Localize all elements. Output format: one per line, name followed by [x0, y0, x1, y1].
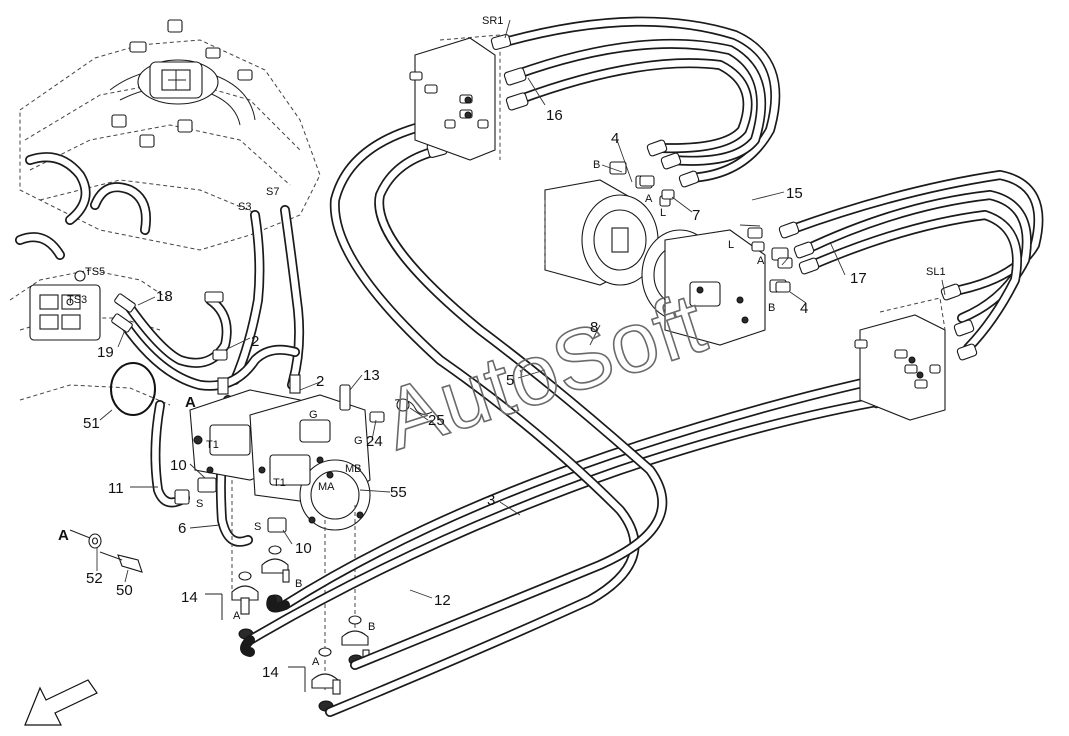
label-5: 5	[506, 372, 514, 389]
label-s3: S3	[238, 201, 251, 213]
label-11: 11	[108, 480, 124, 497]
port-b-upper: B	[593, 159, 600, 171]
label-55: 55	[390, 484, 407, 501]
label-ts5: TS5	[85, 266, 105, 278]
label-8: 8	[590, 319, 598, 336]
label-ts3: TS3	[67, 294, 87, 306]
o-ring-51	[110, 362, 156, 416]
label-3: 3	[487, 492, 495, 509]
port-t1-left: T1	[206, 439, 219, 451]
clamp-a-upper: A	[233, 610, 241, 622]
sr1-motor-block	[409, 34, 501, 161]
port-ma: MA	[318, 481, 335, 493]
label-25: 25	[428, 412, 445, 429]
bolt-50-washer-52	[69, 529, 143, 573]
label-7: 7	[692, 207, 700, 224]
label-24: 24	[366, 433, 383, 450]
label-15: 15	[786, 185, 803, 202]
port-s-right: S	[254, 521, 261, 533]
part-labels: SR1 SL1 S3 S7 TS5 TS3 16 4 15 7 17 4 18 …	[58, 15, 946, 681]
port-g-lower: G	[354, 435, 363, 447]
port-t1-right: T1	[273, 477, 286, 489]
label-view-a-main: A	[185, 394, 196, 411]
label-12: 12	[434, 592, 451, 609]
label-14-upper: 14	[181, 589, 198, 606]
label-16: 16	[546, 107, 563, 124]
leader-lines	[96, 19, 946, 599]
label-50: 50	[116, 582, 133, 599]
tandem-hydraulic-pumps	[174, 374, 433, 533]
label-13: 13	[363, 367, 380, 384]
label-52: 52	[86, 570, 103, 587]
port-mb: MB	[345, 463, 362, 475]
sl1-motor-block	[854, 297, 946, 421]
clamp-b-lower: B	[368, 621, 375, 633]
label-s7: S7	[266, 186, 279, 198]
fittings-4-7	[639, 175, 793, 293]
hoses-16-15	[490, 16, 781, 188]
label-10-upper: 10	[170, 457, 187, 474]
label-4-upper: 4	[611, 130, 619, 147]
port-l-upper: L	[660, 207, 666, 219]
label-14-lower: 14	[262, 664, 279, 681]
label-10-lower: 10	[295, 540, 312, 557]
port-a-upper: A	[645, 193, 653, 205]
label-17: 17	[850, 270, 867, 287]
label-sl1: SL1	[926, 266, 946, 278]
label-19: 19	[97, 344, 114, 361]
label-18: 18	[156, 288, 173, 305]
clamp-a-lower: A	[312, 656, 320, 668]
suction-hoses-s3-s7	[230, 205, 305, 390]
port-a-lower: A	[757, 255, 765, 267]
hose-11	[150, 400, 190, 508]
port-l-lower: L	[728, 239, 734, 251]
label-51: 51	[83, 415, 100, 432]
label-4-lower: 4	[800, 300, 808, 317]
port-g-upper: G	[309, 409, 318, 421]
hose-18-19-loop	[111, 291, 300, 391]
port-s-left: S	[196, 498, 203, 510]
long-hoses-3-12	[240, 113, 894, 717]
clamp-assembly-14-upper	[231, 545, 290, 640]
label-2-lower: 2	[316, 373, 324, 390]
front-direction-arrow-icon	[24, 679, 98, 726]
label-6: 6	[178, 520, 186, 537]
hoses-17	[778, 170, 1044, 361]
label-2-upper: 2	[251, 333, 259, 350]
port-b-lower: B	[768, 302, 775, 314]
label-sr1: SR1	[482, 15, 503, 27]
label-view-a-detail: A	[58, 527, 69, 544]
engine-block-outline	[9, 19, 321, 406]
clamp-b-upper: B	[295, 578, 302, 590]
